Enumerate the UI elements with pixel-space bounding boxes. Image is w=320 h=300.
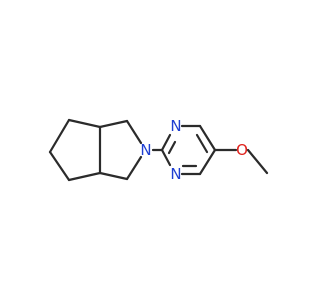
bond [98, 171, 129, 181]
bond [67, 118, 102, 129]
bond [167, 140, 177, 155]
atom-label-n-pyrrolidine: N [140, 141, 151, 159]
cyclopentane-ring [48, 118, 102, 182]
bond [195, 133, 209, 154]
molecule-diagram: N N N O [48, 117, 269, 183]
bond [98, 119, 129, 129]
atom-label-n-pyrimidine-top: N [170, 117, 181, 135]
bond [246, 148, 269, 175]
bond [48, 150, 71, 182]
bond [48, 118, 71, 154]
bond [198, 148, 217, 176]
bond [125, 155, 143, 181]
atom-label-oxygen: O [236, 141, 248, 159]
bond [125, 119, 143, 145]
bond [198, 124, 217, 152]
bond [160, 148, 172, 167]
structure-drawing: N N N O [48, 117, 269, 183]
bond [160, 133, 172, 152]
bond [67, 171, 102, 182]
pyrimidine-ring [160, 124, 217, 176]
pyrrolidine-ring [98, 119, 143, 181]
atom-label-n-pyrimidine-bottom: N [170, 165, 181, 183]
